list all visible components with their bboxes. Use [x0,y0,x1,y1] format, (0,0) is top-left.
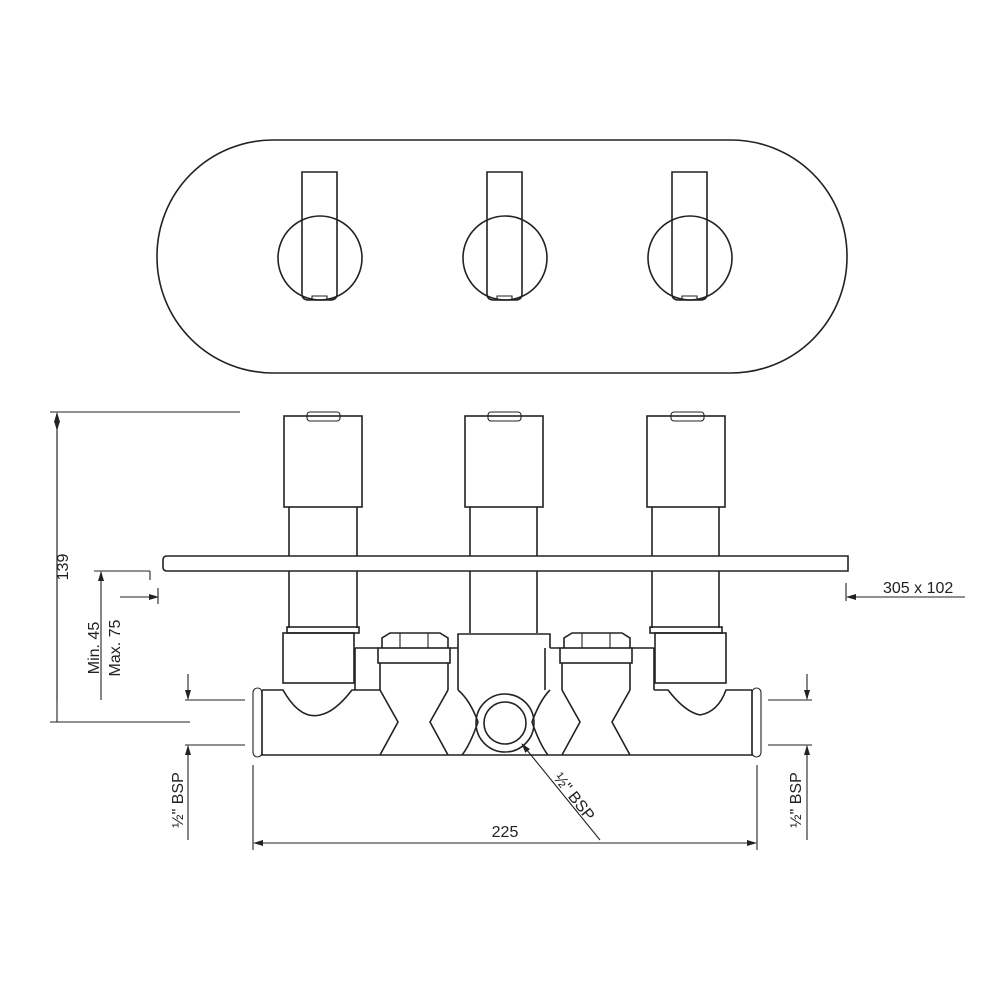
handle-side-2 [457,411,551,648]
dim-wall-max: Max. 75 [107,619,124,676]
handle-front-3 [647,171,733,301]
dim-wall-min: Min. 45 [86,622,103,675]
wall-plate [162,555,849,572]
side-view [162,411,849,758]
dim-outlet-centre: ½" BSP [550,770,598,824]
outlet-port [475,693,535,753]
dim-inlet-left: ½" BSP [170,772,187,827]
faceplate-outline [156,139,848,374]
front-view [156,139,848,374]
handle-side-3 [646,411,727,684]
handle-side-1 [282,411,363,684]
dim-plate-size: 305 x 102 [883,580,953,597]
handle-front-1 [277,171,363,301]
dim-width: 225 [492,824,519,841]
dim-inlet-right: ½" BSP [788,772,805,827]
valve-body [252,687,762,758]
nut-right [544,632,655,690]
handle-front-2 [462,171,548,301]
dimensions: 139 Min. 45 Max. 75 305 x 102 ½" BSP ½" … [50,411,965,850]
nut-left [354,632,459,690]
dim-overall-depth: 139 [55,554,72,581]
